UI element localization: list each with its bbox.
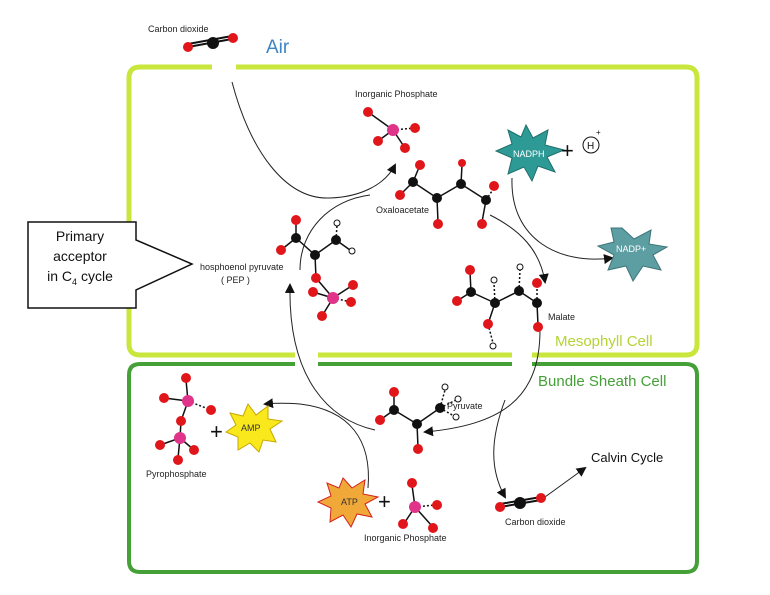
primary-acceptor-label: Primary acceptor in C4 cycle — [28, 226, 132, 306]
atp-burst: ATP — [316, 477, 380, 529]
pyrophosphate-molecule — [155, 373, 216, 465]
primary-acceptor-line3-prefix: in C — [47, 268, 73, 284]
bundle-sheath-cell-region: Bundle Sheath Cell — [127, 362, 699, 574]
calvin-cycle-label: Calvin Cycle — [591, 450, 663, 465]
nadp-label: NADP+ — [616, 244, 646, 254]
inorganic-phosphate-top-label: Inorganic Phosphate — [355, 89, 438, 99]
co2-entry-arrow — [231, 81, 396, 199]
inorganic-phosphate-bottom-label: Inorganic Phosphate — [364, 533, 447, 543]
bundle-sheath-cell-label: Bundle Sheath Cell — [538, 373, 666, 390]
pyrophosphate-label: Pyrophosphate — [146, 469, 207, 479]
co2-release-arrow — [493, 399, 506, 499]
nadp-burst: NADP+ — [596, 227, 669, 283]
primary-acceptor-callout-arrow — [27, 221, 194, 309]
to-calvin-cycle-arrow — [544, 466, 587, 498]
co2-bottom-label: Carbon dioxide — [505, 517, 566, 527]
air-label: Air — [266, 37, 290, 58]
mesophyll-cell-region: Mesophyll Cell — [126, 64, 700, 358]
hydrogen-charge: + — [596, 128, 601, 137]
cycle-arrow-oxaloacetate-to-malate — [489, 214, 549, 284]
amp-label: AMP — [241, 423, 261, 433]
pathway-arrows — [231, 81, 614, 499]
primary-acceptor-line2: acceptor — [53, 248, 107, 264]
primary-acceptor-line1: Primary — [55, 228, 105, 244]
primary-acceptor-line3-suffix: cycle — [77, 268, 113, 284]
malate-label: Malate — [548, 312, 575, 322]
pyruvate-label: Pyruvate — [447, 401, 483, 411]
inorganic-phosphate-top-molecule: Inorganic Phosphate — [355, 89, 438, 153]
bundle-sheath-border — [127, 362, 699, 574]
amp-burst: AMP — [224, 402, 284, 453]
co2-top-molecule: Carbon dioxide — [148, 24, 238, 52]
cycle-arrow-pep-to-oxaloacetate — [299, 194, 371, 271]
pyruvate-molecule — [375, 383, 462, 454]
cycle-arrow-malate-to-pyruvate — [423, 329, 541, 437]
co2-bottom-molecule: Carbon dioxide — [495, 493, 566, 527]
pep-molecule — [276, 215, 358, 321]
amp-plus-sign: + — [210, 419, 223, 444]
nadph-to-nadp-arrow — [511, 177, 614, 265]
oxaloacetate-molecule — [395, 159, 499, 229]
mesophyll-border — [126, 64, 700, 358]
primary-acceptor-line3: in C4 cycle — [28, 266, 132, 292]
pep-abbr-label: ( PEP ) — [221, 275, 250, 285]
nadph-plus-sign: + — [561, 138, 574, 163]
inorganic-phosphate-bottom-molecule — [398, 478, 442, 533]
primary-acceptor-line3-sub: 4 — [72, 276, 78, 287]
atp-label: ATP — [341, 497, 358, 507]
mesophyll-cell-label: Mesophyll Cell — [555, 333, 653, 350]
hydrogen-ion: H + — [582, 128, 601, 154]
oxaloacetate-label: Oxaloacetate — [376, 205, 429, 215]
pep-name-label: hosphoenol pyruvate — [200, 262, 284, 272]
co2-top-label: Carbon dioxide — [148, 24, 209, 34]
atp-plus-sign: + — [378, 489, 391, 514]
hydrogen-label: H — [587, 141, 594, 152]
atp-to-amp-arrow — [263, 398, 369, 489]
cycle-arrow-pyruvate-to-pep — [284, 283, 376, 431]
malate-molecule — [452, 263, 543, 350]
nadph-burst: NADPH — [494, 123, 566, 183]
nadph-label: NADPH — [513, 149, 545, 159]
